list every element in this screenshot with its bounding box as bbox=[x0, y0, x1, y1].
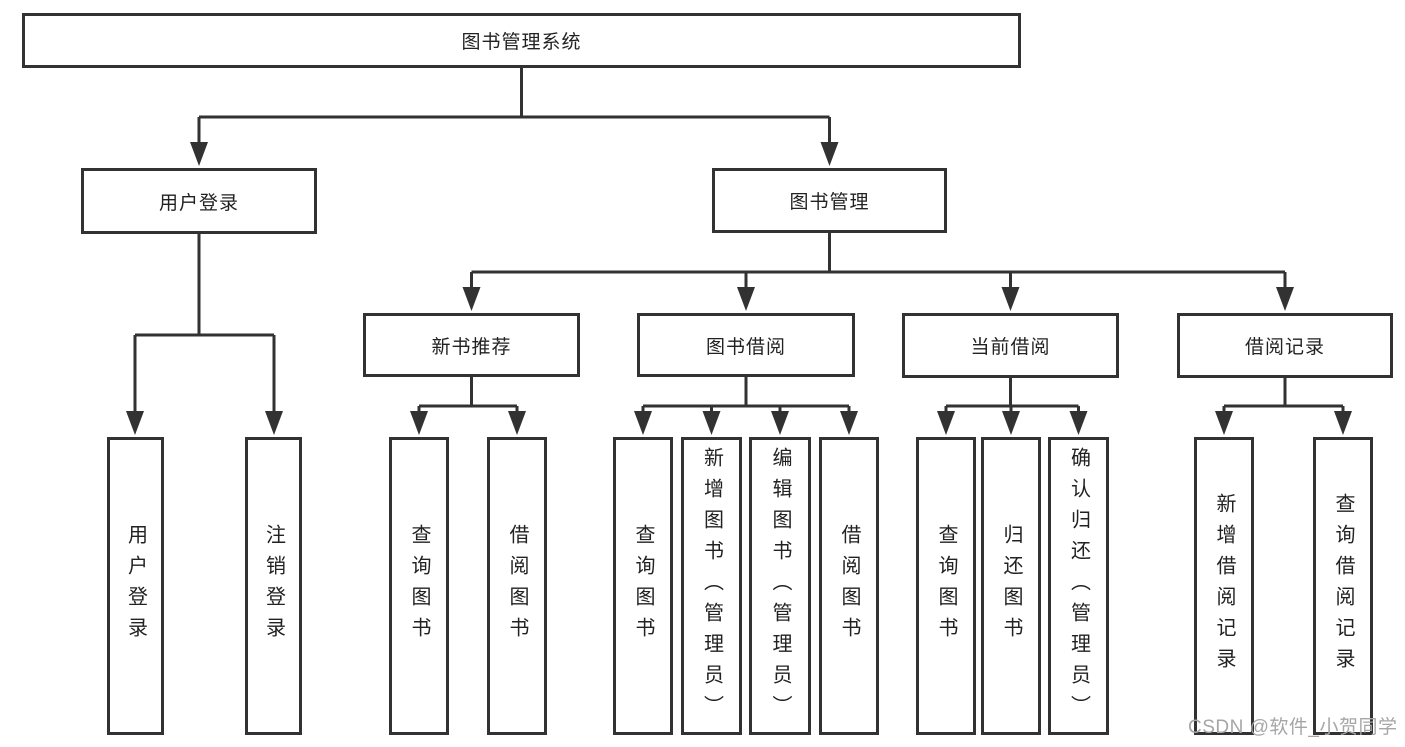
leaf-query-book-1-label: 查询图书 bbox=[408, 524, 430, 648]
root-node-system-title: 图书管理系统 bbox=[22, 13, 1021, 68]
csdn-watermark: CSDN @软件_小贺同学 bbox=[1188, 717, 1398, 738]
leaf-query-book-under-borrowing: 查询图书 bbox=[613, 437, 673, 735]
leaf-logout: 注销登录 bbox=[245, 437, 302, 735]
leaf-add-borrow-record-label: 新增借阅记录 bbox=[1213, 493, 1235, 679]
leaf-query-book-under-current: 查询图书 bbox=[916, 437, 976, 735]
node-book-borrowing: 图书借阅 bbox=[637, 313, 855, 377]
leaf-confirm-return-label: 确认归还（管理员） bbox=[1067, 446, 1090, 726]
leaf-add-book-admin: 新增图书（管理员） bbox=[681, 437, 742, 735]
leaf-borrow-book-under-borrowing: 借阅图书 bbox=[819, 437, 879, 735]
leaf-logout-label: 注销登录 bbox=[262, 524, 285, 648]
leaf-edit-book-admin: 编辑图书（管理员） bbox=[749, 437, 811, 735]
node-current-borrowing: 当前借阅 bbox=[902, 313, 1119, 378]
arrowheads bbox=[126, 142, 1352, 435]
node-user-login: 用户登录 bbox=[81, 168, 317, 234]
leaf-add-borrow-record: 新增借阅记录 bbox=[1194, 437, 1254, 735]
leaf-edit-book-label: 编辑图书（管理员） bbox=[769, 446, 791, 726]
leaf-query-book-3-label: 查询图书 bbox=[935, 524, 957, 648]
leaf-user-login: 用户登录 bbox=[107, 437, 164, 735]
leaf-confirm-return-admin: 确认归还（管理员） bbox=[1048, 437, 1109, 735]
leaf-borrow-book-under-recommendation: 借阅图书 bbox=[487, 437, 547, 735]
node-new-book-recommendation: 新书推荐 bbox=[363, 313, 580, 377]
node-borrowing-records: 借阅记录 bbox=[1177, 313, 1393, 378]
node-new-book-recommendation-label: 新书推荐 bbox=[431, 336, 512, 358]
node-borrowing-records-label: 借阅记录 bbox=[1244, 337, 1325, 358]
leaf-add-book-label: 新增图书（管理员） bbox=[700, 446, 723, 726]
leaf-query-book-under-recommendation: 查询图书 bbox=[389, 437, 449, 735]
root-node-label: 图书管理系统 bbox=[461, 32, 582, 53]
leaf-borrow-book-2-label: 借阅图书 bbox=[838, 524, 860, 648]
node-book-borrowing-label: 图书借阅 bbox=[705, 336, 786, 358]
node-current-borrowing-label: 当前借阅 bbox=[970, 337, 1051, 358]
node-user-login-label: 用户登录 bbox=[158, 192, 239, 214]
node-book-management-label: 图书管理 bbox=[789, 192, 870, 213]
leaf-query-borrow-record: 查询借阅记录 bbox=[1313, 437, 1373, 735]
leaf-query-book-2-label: 查询图书 bbox=[632, 524, 654, 648]
node-book-management: 图书管理 bbox=[712, 168, 947, 233]
leaf-return-book-label: 归还图书 bbox=[1000, 524, 1022, 648]
leaf-query-borrow-record-label: 查询借阅记录 bbox=[1332, 493, 1354, 679]
leaf-borrow-book-1-label: 借阅图书 bbox=[506, 524, 528, 648]
leaf-user-login-label: 用户登录 bbox=[124, 524, 147, 648]
leaf-return-book: 归还图书 bbox=[981, 437, 1041, 735]
